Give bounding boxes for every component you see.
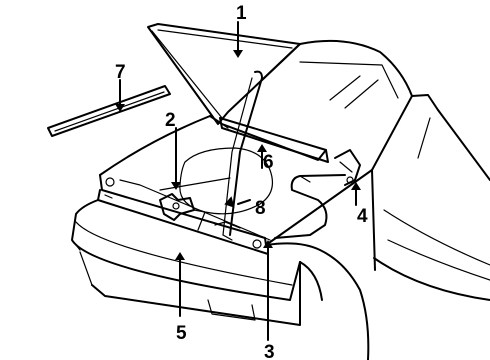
callout-7: 7 — [115, 62, 126, 83]
leader-lines — [119, 21, 357, 341]
hood-molding-strip — [47, 85, 171, 137]
callout-2: 2 — [165, 110, 176, 131]
hood-hinge — [334, 149, 361, 186]
engine-bay — [99, 115, 327, 231]
hood-prop-rod — [222, 70, 263, 241]
callout-5: 5 — [176, 323, 187, 344]
windshield — [261, 39, 439, 171]
hood-release-cable — [274, 174, 346, 239]
hood-panel — [147, 23, 301, 125]
callout-6: 6 — [263, 152, 274, 173]
callout-4: 4 — [357, 206, 368, 227]
front-bumper — [71, 199, 301, 326]
callout-3: 3 — [264, 342, 275, 360]
radiator-support — [97, 174, 271, 255]
callout-8: 8 — [255, 198, 266, 219]
hood-seal — [219, 117, 329, 163]
car-side-body — [371, 109, 490, 301]
front-fender — [265, 169, 373, 360]
callout-labels: 1 2 3 4 5 6 7 8 — [115, 3, 368, 360]
callout-1: 1 — [236, 3, 247, 24]
leader-arrowheads — [115, 50, 361, 260]
